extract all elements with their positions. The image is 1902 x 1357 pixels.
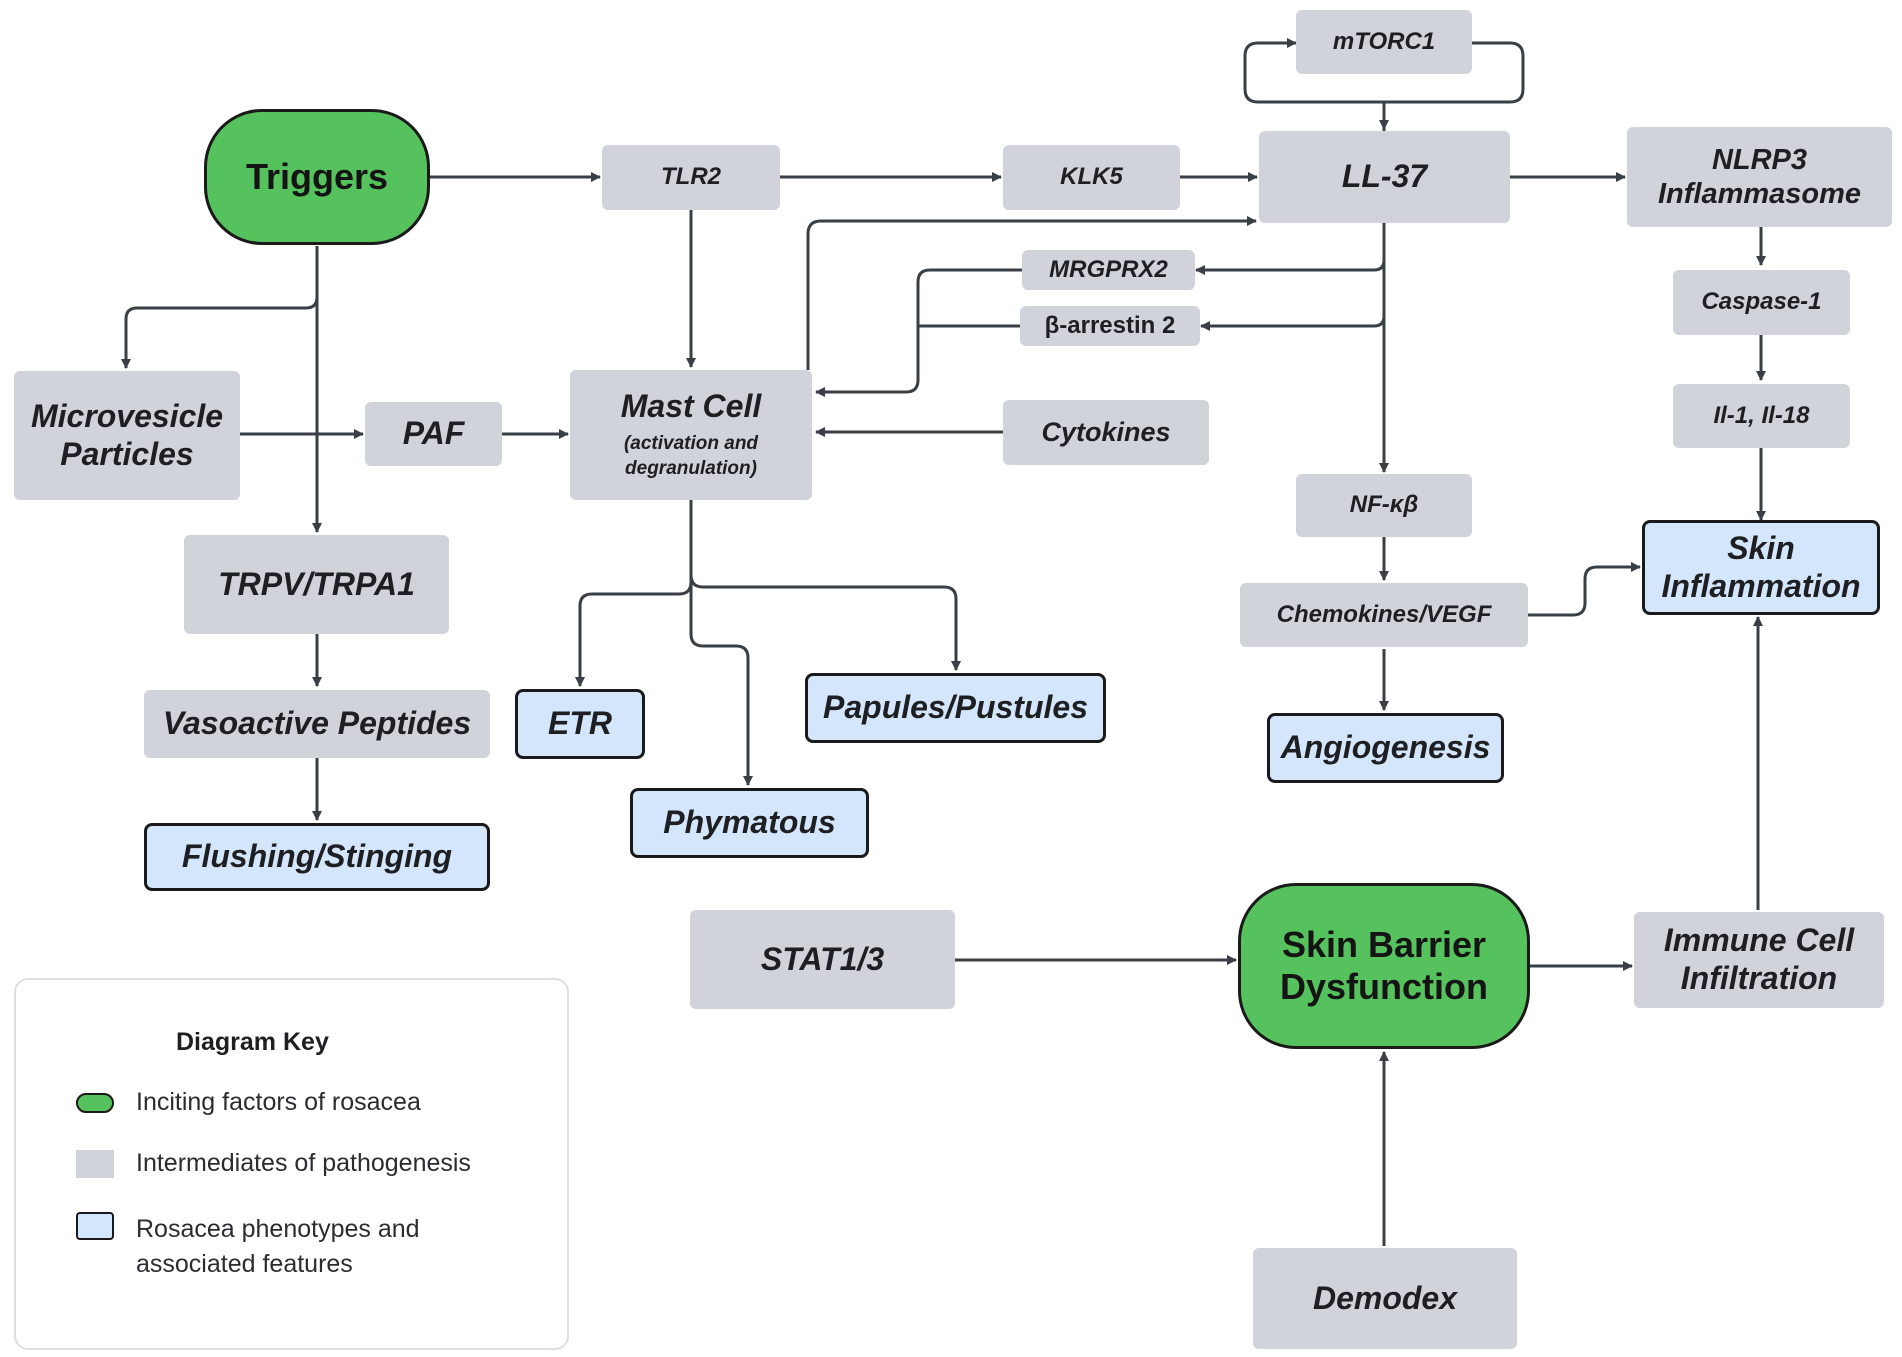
node-klk5: KLK5 <box>1003 145 1180 210</box>
node-flushing-stinging: Flushing/Stinging <box>144 823 490 891</box>
node-demodex: Demodex <box>1253 1248 1517 1349</box>
arrow-mastcell-phymatous <box>689 500 753 786</box>
node-phymatous: Phymatous <box>630 788 869 858</box>
arrow-triggers-microvesicle <box>121 246 319 369</box>
node-vasoactive-peptides: Vasoactive Peptides <box>144 690 490 758</box>
node-nlrp3-inflammasome: NLRP3 Inflammasome <box>1627 127 1892 227</box>
arrow-mrgprx2-mastcell <box>815 268 1022 397</box>
mast-cell-title: Mast Cell <box>620 388 762 425</box>
arrow-mastcell-papules <box>689 500 961 671</box>
arrow-mastcell-etr <box>575 500 693 687</box>
legend-label-inciting: Inciting factors of rosacea <box>136 1088 421 1116</box>
node-ll37: LL-37 <box>1259 131 1510 223</box>
node-paf: PAF <box>365 402 502 466</box>
node-skin-barrier-dysfunction: Skin Barrier Dysfunction <box>1238 883 1530 1049</box>
legend-swatch-inciting <box>76 1093 114 1113</box>
node-triggers: Triggers <box>204 109 430 245</box>
node-papules-pustules: Papules/Pustules <box>805 673 1106 743</box>
node-chemokines-vegf: Chemokines/VEGF <box>1240 583 1528 647</box>
diagram-key-title: Diagram Key <box>176 1028 329 1056</box>
node-tlr2: TLR2 <box>602 145 780 210</box>
node-angiogenesis: Angiogenesis <box>1267 713 1504 783</box>
node-mtorc1: mTORC1 <box>1296 10 1472 74</box>
node-microvesicle-particles: Microvesicle Particles <box>14 371 240 500</box>
node-stat1-3: STAT1/3 <box>690 910 955 1009</box>
node-etr: ETR <box>515 689 645 759</box>
node-il1-il18: Il-1, Il-18 <box>1673 384 1850 448</box>
legend-label-phenotype: Rosacea phenotypes and associated featur… <box>136 1215 420 1278</box>
arrow-ll37-mrgprx2 <box>1195 223 1386 275</box>
node-cytokines: Cytokines <box>1003 400 1209 465</box>
diagram-key: Diagram Key Inciting factors of rosacea … <box>14 978 569 1350</box>
arrow-ll37-betaarrestin <box>1200 223 1386 331</box>
node-beta-arrestin-2: β-arrestin 2 <box>1020 306 1200 346</box>
node-skin-inflammation: Skin Inflammation <box>1642 520 1880 615</box>
node-caspase-1: Caspase-1 <box>1673 270 1850 335</box>
legend-swatch-phenotype <box>76 1212 114 1240</box>
arrow-mtorc1-ll37-loop <box>1379 41 1525 130</box>
legend-swatch-intermediate <box>76 1150 114 1178</box>
node-trpv-trpa1: TRPV/TRPA1 <box>184 535 449 634</box>
node-mrgprx2: MRGPRX2 <box>1022 250 1195 290</box>
arrow-chemokines-skininflammation <box>1528 562 1641 617</box>
mast-cell-subtitle: (activation and degranulation) <box>623 433 759 479</box>
node-nf-kb: NF-κβ <box>1296 474 1472 537</box>
node-immune-cell-infiltration: Immune Cell Infiltration <box>1634 912 1884 1008</box>
arrow-mastcell-ll37 <box>806 216 1257 370</box>
legend-label-intermediate: Intermediates of pathogenesis <box>136 1149 471 1177</box>
node-mast-cell: Mast Cell (activation and degranulation) <box>570 370 812 500</box>
arrow-ll37-mtorc1-loop <box>1243 38 1386 131</box>
